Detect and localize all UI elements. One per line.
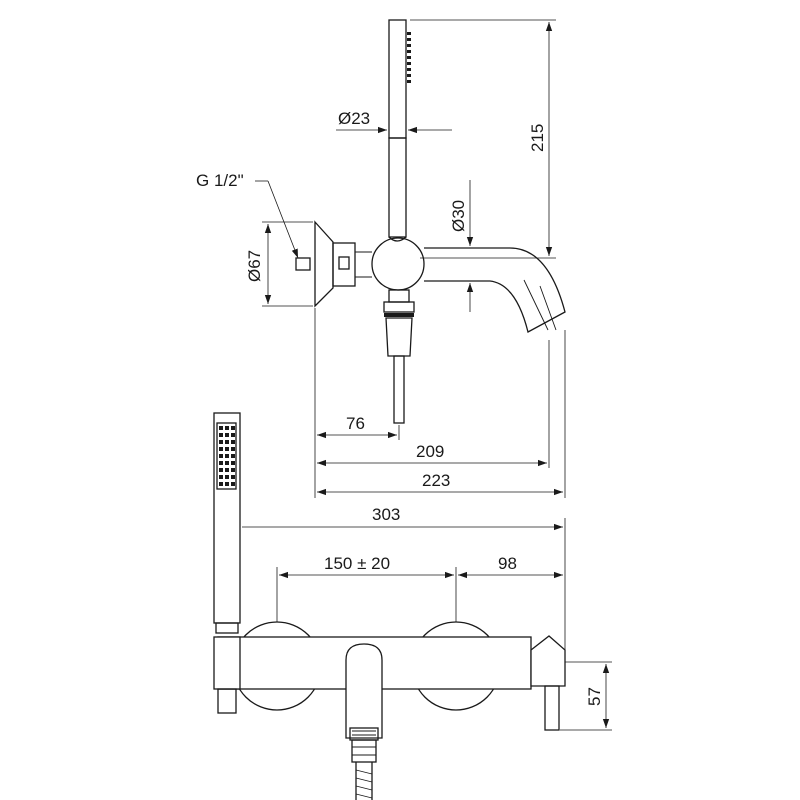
flange-diameter-label: Ø67 — [245, 250, 264, 282]
dim-98-label: 98 — [498, 554, 517, 573]
front-view — [213, 412, 566, 800]
hose — [393, 355, 405, 424]
hand-shower-diameter-label: Ø23 — [338, 109, 370, 128]
dim-303-label: 303 — [372, 505, 400, 524]
shower-nozzles — [407, 32, 411, 83]
mixer-disc — [371, 237, 425, 291]
spout — [424, 247, 566, 333]
dim-223-label: 223 — [422, 471, 450, 490]
dim-overall-width: 303 — [242, 505, 566, 650]
centers-label: 150 ± 20 — [324, 554, 390, 573]
hand-shower-head — [388, 19, 407, 139]
dim-57-label: 57 — [585, 687, 604, 706]
thread-square — [338, 256, 350, 270]
lever-stem — [544, 685, 560, 731]
wall-flange — [314, 220, 334, 308]
front-nozzle-grid — [216, 422, 237, 490]
spout-diameter-label: Ø30 — [449, 200, 468, 232]
body-connector — [332, 242, 356, 287]
dim-hand-shower-diameter: Ø23 — [336, 109, 452, 134]
dim-76-label: 76 — [346, 414, 365, 433]
shower-height-label: 215 — [528, 124, 547, 152]
front-hose — [355, 762, 373, 800]
dim-209-label: 209 — [416, 442, 444, 461]
thread-callout: G 1/2" — [196, 171, 311, 271]
hose-nut — [388, 289, 410, 303]
dim-spout-diameter: Ø30 — [449, 180, 474, 312]
dim-projections: 76 209 223 — [314, 308, 566, 498]
hand-shower-handle — [388, 137, 407, 238]
side-view — [314, 19, 566, 424]
hose-sleeve — [385, 317, 413, 357]
thread-label: G 1/2" — [196, 171, 244, 190]
lever-handle — [530, 635, 566, 687]
dim-body-height: 57 — [560, 661, 612, 731]
dim-flange: Ø67 — [245, 221, 313, 307]
front-hose-nut — [351, 739, 377, 763]
dim-shower-height: 215 — [410, 19, 556, 259]
left-holder — [217, 688, 237, 714]
front-spout — [345, 643, 383, 739]
dim-centers: 150 ± 20 98 — [276, 554, 563, 622]
